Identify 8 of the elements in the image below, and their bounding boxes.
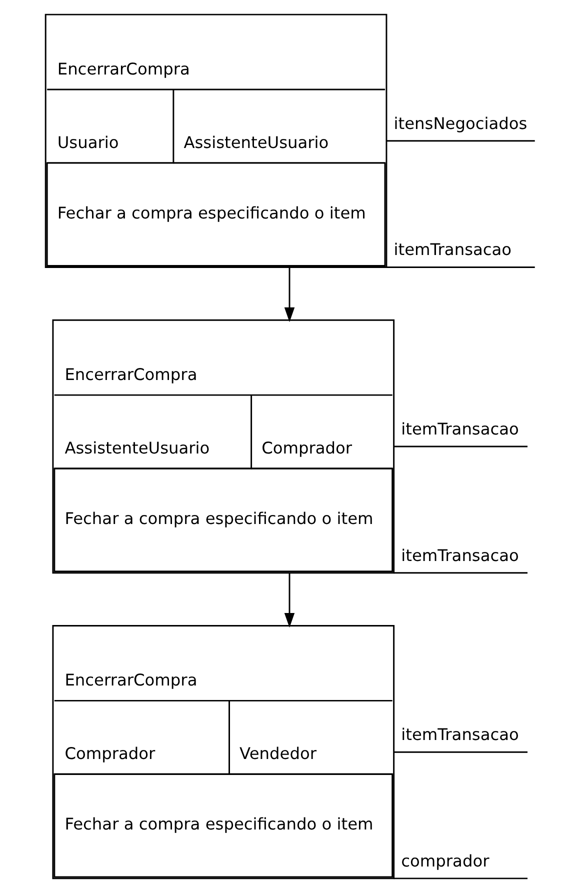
node-label: itensNegociados <box>393 114 527 133</box>
node-label: itemTransacao <box>400 725 518 744</box>
node-label: itemTransacao <box>400 546 518 565</box>
arrow <box>284 573 294 628</box>
node-label: comprador <box>400 851 489 870</box>
node-label: itemTransacao <box>393 240 512 260</box>
arrow <box>284 268 294 322</box>
node-label: itemTransacao <box>400 419 518 438</box>
